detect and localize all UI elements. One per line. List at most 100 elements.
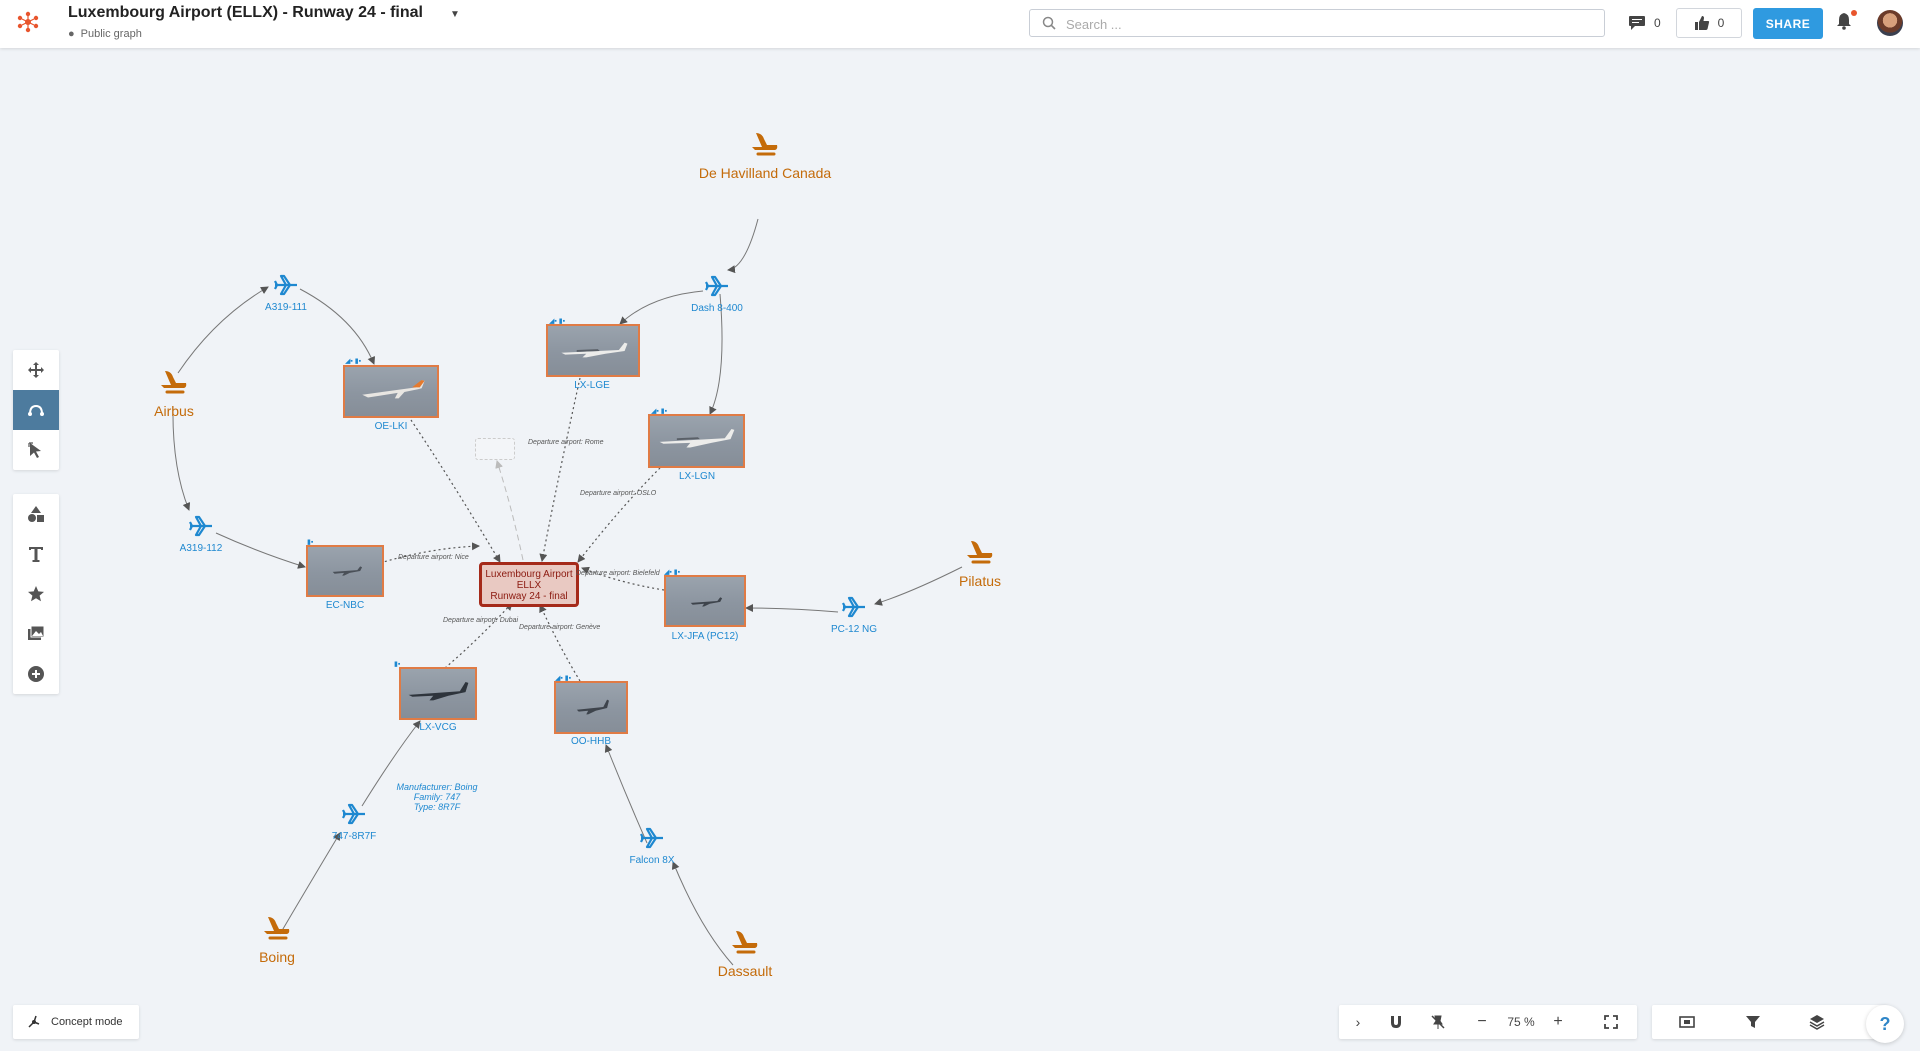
manufacturer-node-de-havilland[interactable]: De Havilland Canada <box>680 130 850 181</box>
insert-toolbar <box>13 494 59 694</box>
help-button[interactable]: ? <box>1866 1005 1904 1043</box>
node-badge-icons: ◢▪ ▮▪ <box>549 318 566 325</box>
model-label: PC-12 NG <box>830 624 878 635</box>
concept-mode-button[interactable]: Concept mode <box>13 1005 139 1039</box>
app-logo-icon[interactable] <box>16 10 40 34</box>
aircraft-photo-oo-hhb[interactable] <box>554 681 628 734</box>
edge-ec-nbc-hub <box>379 542 480 564</box>
model-node-pc12[interactable]: PC-12 NG <box>825 595 883 635</box>
aircraft-label: OO-HHB <box>571 736 611 747</box>
shapes-icon <box>28 506 44 522</box>
airplane-icon <box>842 596 865 618</box>
model-node-747[interactable]: 747-8R7F <box>324 802 384 842</box>
zoom-level: 75 % <box>1507 1015 1535 1029</box>
search-input[interactable] <box>1066 14 1586 34</box>
edge-pc12-lx-jfa <box>745 604 839 613</box>
search-icon <box>1042 16 1056 30</box>
manufacturer-node-dassault[interactable]: Dassault <box>705 928 785 979</box>
aircraft-node-lx-jfa[interactable]: LX-JFA (PC12) <box>660 631 750 642</box>
aircraft-node-lx-lgn[interactable]: LX-LGN <box>667 471 727 482</box>
airplane-icon <box>640 827 663 849</box>
edge-dassault-falcon <box>671 861 734 966</box>
zoom-in-button[interactable]: + <box>1553 1013 1563 1030</box>
aircraft-node-ec-nbc[interactable]: EC-NBC <box>315 600 375 611</box>
text-icon <box>29 547 43 562</box>
graph-edges <box>172 218 963 966</box>
airplane-icon <box>274 274 297 296</box>
node-badge-icons: ◢▪ ▮▪ <box>345 358 362 365</box>
like-button[interactable]: 0 <box>1676 8 1742 38</box>
text-tool[interactable] <box>13 534 59 574</box>
connect-tool[interactable] <box>13 390 59 430</box>
aircraft-photo-lx-vcg[interactable] <box>399 667 477 720</box>
plus-circle-icon <box>28 666 44 682</box>
aircraft-label: LX-LGE <box>574 380 610 391</box>
aircraft-photo-ec-nbc[interactable] <box>306 545 384 597</box>
airplane-icon <box>342 803 365 825</box>
airline-tail-icon <box>161 371 187 394</box>
edge-oo-hhb-hub <box>539 604 581 682</box>
move-icon <box>28 362 44 378</box>
manufacturer-node-boing[interactable]: Boing <box>247 914 307 965</box>
zoom-out-button[interactable]: − <box>1477 1013 1487 1030</box>
aircraft-photo-lx-lge[interactable] <box>546 324 640 377</box>
edge-airbus-a319-112 <box>172 405 191 511</box>
layers-button[interactable] <box>1800 1005 1834 1039</box>
graph-title[interactable]: Luxembourg Airport (ELLX) - Runway 24 - … <box>68 4 423 21</box>
manufacturer-label: Pilatus <box>958 573 1002 589</box>
graph-canvas[interactable]: Luxembourg Airport ELLX Runway 24 - fina… <box>0 48 1920 1051</box>
star-tool[interactable] <box>13 574 59 614</box>
node-badge-icons: ◢▪ ▮▪ <box>555 675 572 682</box>
expand-chevron-icon[interactable]: › <box>1355 1014 1361 1030</box>
comments-button[interactable]: 0 <box>1628 12 1661 34</box>
aircraft-image <box>408 681 469 701</box>
screenshot-button[interactable] <box>1670 1005 1704 1039</box>
model-node-a319-111[interactable]: A319-111 <box>256 273 316 313</box>
search-box[interactable] <box>1029 9 1605 37</box>
aircraft-photo-lx-lgn[interactable] <box>648 414 745 468</box>
mode-toolbar <box>13 350 59 470</box>
aircraft-node-oo-hhb[interactable]: OO-HHB <box>561 736 621 747</box>
move-tool[interactable] <box>13 350 59 390</box>
model-label: A319-111 <box>265 302 307 313</box>
manufacturer-label: Dassault <box>717 963 773 979</box>
edge-a319-111-oe-lki <box>299 288 376 365</box>
manufacturer-node-airbus[interactable]: Airbus <box>144 368 204 419</box>
edge-lx-lgn-hub <box>577 467 661 563</box>
edge-ghost-hub <box>495 460 524 561</box>
screenshot-icon <box>1679 1016 1695 1028</box>
model-node-dash8[interactable]: Dash 8-400 <box>684 274 750 314</box>
aircraft-photo-lx-jfa[interactable] <box>664 575 746 627</box>
fit-screen-button[interactable] <box>1593 1005 1629 1039</box>
notification-dot <box>1851 10 1857 16</box>
edge-label-geneve: Departure airport: Genève <box>519 624 601 631</box>
airplane-icon <box>705 275 728 297</box>
ghost-node[interactable] <box>475 438 515 460</box>
manufacturer-node-pilatus[interactable]: Pilatus <box>950 538 1010 589</box>
cursor-icon <box>28 442 41 458</box>
hub-node[interactable]: Luxembourg Airport ELLX Runway 24 - fina… <box>479 562 579 607</box>
share-button[interactable]: SHARE <box>1753 8 1823 39</box>
edge-label-dubai: Departure airport: Dubai <box>443 617 519 624</box>
aircraft-node-lx-vcg[interactable]: LX-VCG <box>408 722 468 733</box>
model-node-falcon[interactable]: Falcon 8X <box>622 826 682 866</box>
notification-bell-icon[interactable] <box>1836 12 1852 30</box>
aircraft-photo-oe-lki[interactable] <box>343 365 439 418</box>
edge-747-lx-vcg <box>361 720 421 807</box>
model-node-a319-112[interactable]: A319-112 <box>171 514 231 554</box>
filter-button[interactable] <box>1736 1005 1770 1039</box>
title-dropdown-icon[interactable]: ▼ <box>450 9 460 20</box>
edge-falcon-oo-hhb <box>604 744 648 844</box>
concept-mode-label: Concept mode <box>51 1016 123 1028</box>
aircraft-node-oe-lki[interactable]: OE-LKI <box>361 421 421 432</box>
image-tool[interactable] <box>13 614 59 654</box>
shapes-tool[interactable] <box>13 494 59 534</box>
user-avatar[interactable] <box>1877 10 1903 36</box>
magnet-button[interactable] <box>1379 1005 1413 1039</box>
select-tool[interactable] <box>13 430 59 470</box>
connect-icon <box>28 404 44 416</box>
globe-icon: ● <box>68 28 75 40</box>
aircraft-node-lx-lge[interactable]: LX-LGE <box>562 380 622 391</box>
unpin-button[interactable] <box>1421 1005 1455 1039</box>
add-tool[interactable] <box>13 654 59 694</box>
